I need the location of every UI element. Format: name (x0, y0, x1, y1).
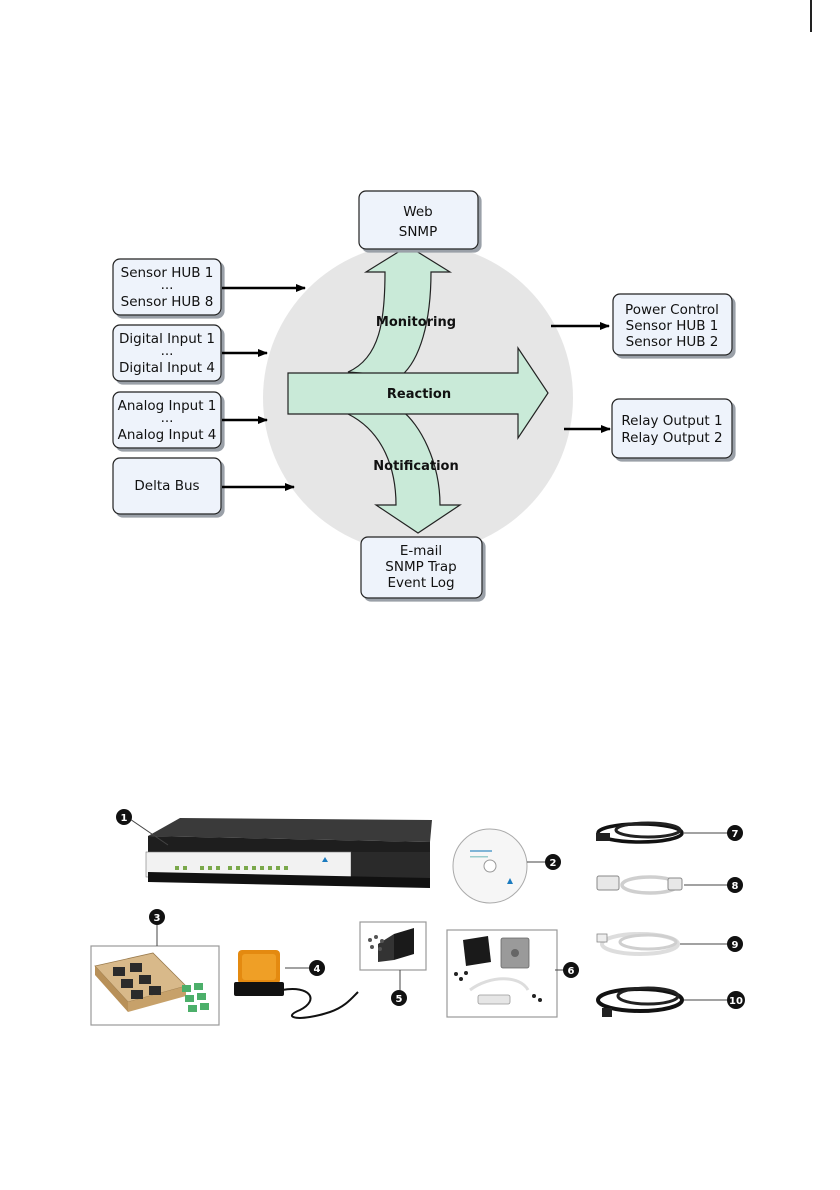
callout-5: 5 (391, 990, 407, 1006)
cable-10-image (598, 988, 682, 1017)
svg-text:2: 2 (550, 858, 557, 869)
svg-text:Event Log: Event Log (387, 575, 454, 591)
callout-2: 2 (545, 854, 561, 870)
relay-output-box: Relay Output 1 Relay Output 2 (612, 399, 732, 458)
flow-diagram: Monitoring Reaction Notification Web SNM… (113, 191, 732, 598)
callout-10: 10 (727, 991, 745, 1009)
svg-text:5: 5 (396, 994, 403, 1005)
callout-9: 9 (727, 936, 743, 952)
svg-text:4: 4 (314, 964, 321, 975)
svg-text:Power Control: Power Control (625, 302, 719, 318)
svg-text:E-mail: E-mail (400, 543, 442, 559)
callout-1: 1 (116, 809, 132, 825)
svg-text:Analog Input 4: Analog Input 4 (118, 427, 217, 443)
callout-6: 6 (563, 962, 579, 978)
door-sensor-kit-image (454, 936, 542, 1004)
svg-text:...: ... (161, 410, 174, 426)
cable-8-image (597, 876, 682, 893)
svg-text:Sensor HUB 1: Sensor HUB 1 (626, 318, 719, 334)
svg-text:1: 1 (121, 813, 128, 824)
callout-4: 4 (309, 960, 325, 976)
svg-text:3: 3 (154, 913, 161, 924)
package-contents: 1 2 7 (91, 809, 745, 1025)
sensor-hub-input-box: Sensor HUB 1 ... Sensor HUB 8 (113, 259, 221, 315)
svg-text:Delta Bus: Delta Bus (134, 478, 199, 494)
cable-9-image (597, 934, 678, 954)
svg-text:Relay Output 1: Relay Output 1 (621, 413, 722, 429)
cable-7-image (596, 823, 682, 842)
svg-text:10: 10 (729, 996, 743, 1007)
callout-8: 8 (727, 877, 743, 893)
svg-text:Relay Output 2: Relay Output 2 (621, 430, 722, 446)
svg-text:9: 9 (732, 940, 739, 951)
svg-text:SNMP: SNMP (399, 224, 437, 240)
callout-3: 3 (149, 909, 165, 925)
software-cd-image (453, 829, 527, 903)
svg-text:Sensor HUB 8: Sensor HUB 8 (121, 294, 214, 310)
svg-text:8: 8 (732, 881, 739, 892)
delta-bus-input-box: Delta Bus (113, 458, 221, 514)
notification-label: Notification (373, 459, 458, 474)
notification-targets-box: E-mail SNMP Trap Event Log (361, 537, 482, 598)
svg-text:SNMP Trap: SNMP Trap (385, 559, 456, 575)
warning-beacon-image (234, 950, 358, 1018)
svg-text:6: 6 (568, 966, 575, 977)
svg-text:Digital Input 4: Digital Input 4 (119, 360, 215, 376)
analog-input-box: Analog Input 1 ... Analog Input 4 (113, 392, 221, 448)
reaction-label: Reaction (387, 387, 451, 402)
device-unit-image (146, 818, 432, 888)
svg-text:...: ... (161, 277, 174, 293)
svg-text:...: ... (161, 343, 174, 359)
monitoring-label: Monitoring (376, 315, 456, 330)
callout-7: 7 (727, 825, 743, 841)
power-control-box: Power Control Sensor HUB 1 Sensor HUB 2 (613, 294, 732, 355)
svg-text:7: 7 (732, 829, 739, 840)
digital-input-box: Digital Input 1 ... Digital Input 4 (113, 325, 221, 381)
web-snmp-box: Web SNMP (359, 191, 478, 249)
sensor-box-image (95, 953, 209, 1012)
svg-text:Web: Web (403, 204, 432, 220)
mounting-bracket-image (368, 928, 414, 962)
svg-text:Sensor HUB 2: Sensor HUB 2 (626, 334, 719, 350)
